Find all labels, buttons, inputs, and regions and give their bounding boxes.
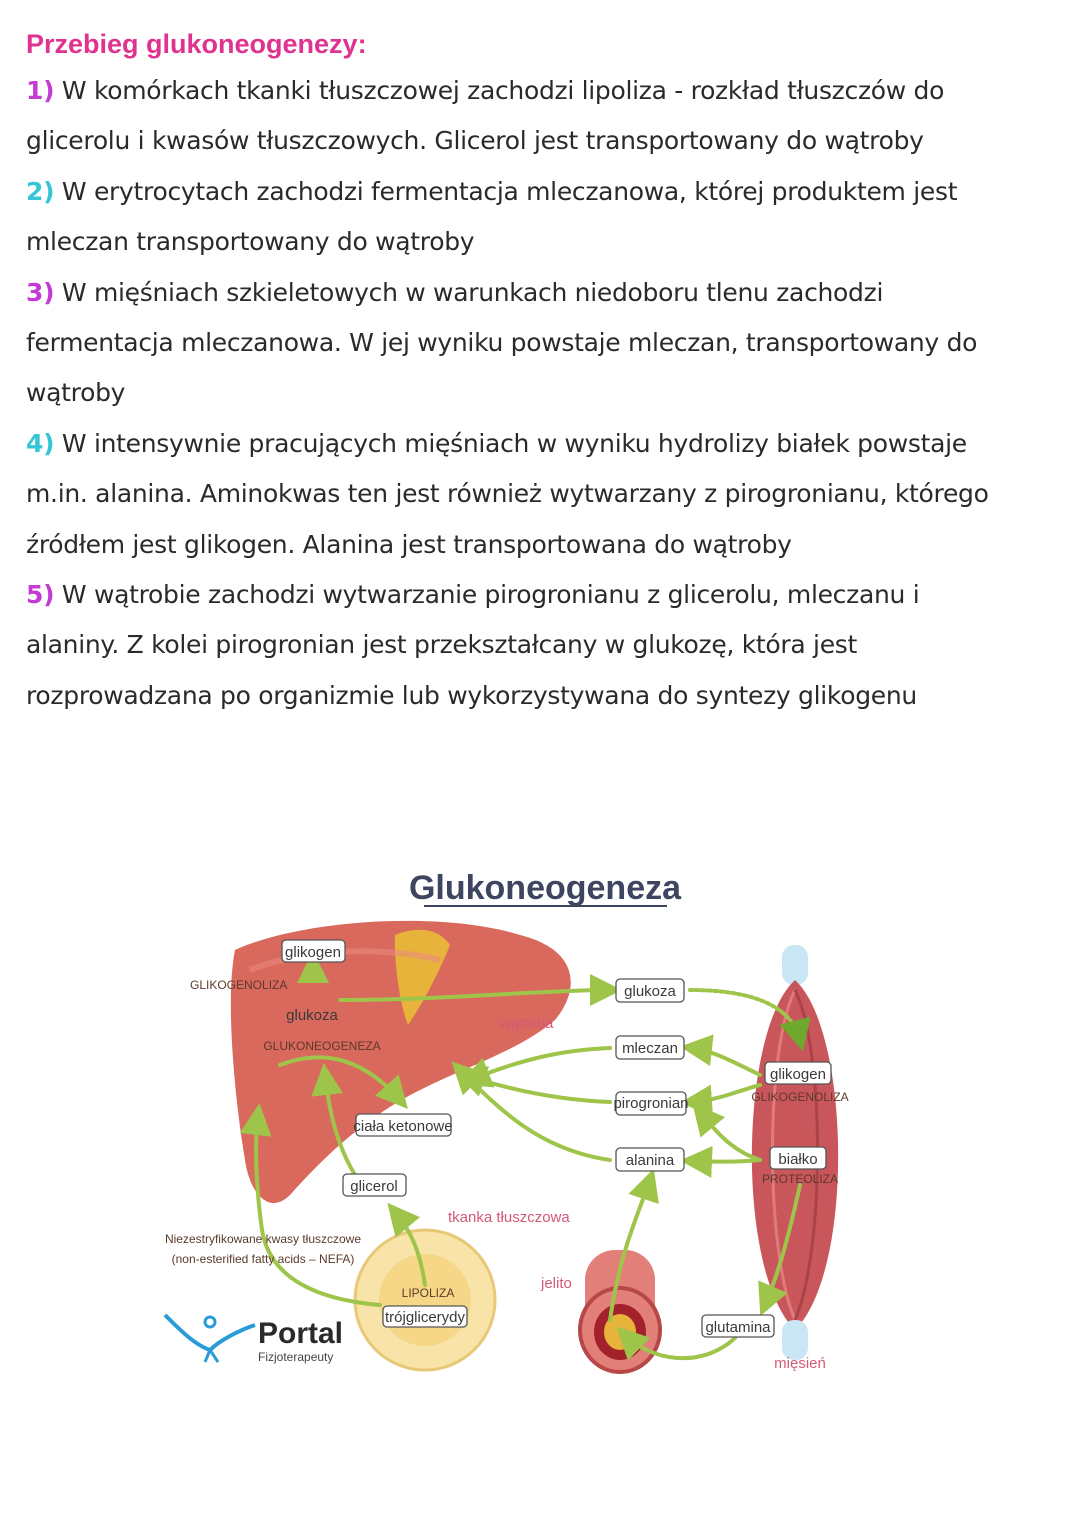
arrow-liver-glukoza — [338, 974, 622, 1007]
arrow-lipoliza-glicerol — [387, 1202, 427, 1287]
mleczan-box — [615, 1035, 685, 1060]
nefa-label-1: Niezestryfikowane kwasy tłuszczowe — [165, 1232, 361, 1246]
glikogenoliza-right-label: GLIKOGENOLIZA — [751, 1090, 848, 1104]
glutamina-label: glutamina — [705, 1319, 771, 1336]
step-line: mleczan transportowany do wątroby — [26, 217, 1056, 267]
step-line: rozprowadzana po organizmie lub wykorzys… — [26, 671, 1056, 721]
step-text: W intensywnie pracujących mięśniach w wy… — [61, 428, 967, 458]
document: Przebieg glukoneogenezy: 1) W komórkach … — [26, 22, 1056, 721]
step-line: wątroby — [26, 368, 1056, 418]
step-text: m.in. alanina. Aminokwas ten jest równie… — [26, 479, 989, 509]
arrow-liver-ketones — [278, 1055, 408, 1109]
figure-title: Glukoneogeneza — [409, 869, 682, 907]
portal-logo: Portal Fizjoterapeuty — [163, 1313, 343, 1364]
step-text: W wątrobie zachodzi wytwarzanie pirogron… — [61, 580, 920, 610]
lipoliza-label: LIPOLIZA — [402, 1286, 455, 1300]
glikogenoliza-left-label: GLIKOGENOLIZA — [190, 978, 287, 992]
pirogronian-label: pirogronian — [613, 1095, 688, 1112]
portal-logo-figure-icon — [163, 1313, 256, 1353]
step-number: 3) — [26, 277, 55, 307]
watroba-label: wątroba — [499, 1015, 554, 1032]
arrow-bialko-glutamina — [758, 1183, 802, 1317]
nefa-label-2: (non-esterified fatty acids – NEFA) — [172, 1252, 355, 1266]
step-text: W mięśniach szkieletowych w warunkach ni… — [61, 277, 884, 307]
arrow-bialko-pirogronian — [692, 1102, 762, 1162]
arrow-glutamina-jelito — [616, 1326, 737, 1361]
arrow-muscle-pirogronian — [680, 1083, 762, 1117]
step-text: W komórkach tkanki tłuszczowej zachodzi … — [61, 76, 945, 105]
ketones-box — [355, 1113, 452, 1137]
step-line: 1) W komórkach tkanki tłuszczowej zachod… — [26, 66, 1056, 116]
trojglicerydy-label: trójglicerydy — [385, 1309, 466, 1326]
glicerol-box — [342, 1173, 407, 1197]
alanina-label: alanina — [626, 1152, 675, 1169]
ciala-ketonowe-label: ciała ketonowe — [353, 1118, 452, 1135]
miesien-label: mięsień — [774, 1355, 826, 1372]
liver-glukoza-label: glukoza — [286, 1007, 338, 1024]
muscle-glikogen-box — [764, 1061, 832, 1085]
arrow-muscle-mleczan — [680, 1034, 762, 1077]
step-number: 5) — [26, 580, 55, 610]
step-line: 4) W intensywnie pracujących mięśniach w… — [26, 419, 1056, 469]
glukoza-mid-box — [615, 978, 685, 1003]
glicerol-label: glicerol — [350, 1178, 398, 1195]
step-line: 5) W wątrobie zachodzi wytwarzanie pirog… — [26, 570, 1056, 620]
step-line: alaniny. Z kolei pirogronian jest przeks… — [26, 620, 1056, 670]
portal-logo-sub: Fizjoterapeuty — [258, 1350, 333, 1364]
step-line: fermentacja mleczanowa. W jej wyniku pow… — [26, 318, 1056, 368]
steps-list: 1) W komórkach tkanki tłuszczowej zachod… — [26, 66, 1056, 721]
adipose-illustration — [353, 1228, 497, 1372]
step-line: 2) W erytrocytach zachodzi fermentacja m… — [26, 167, 1056, 217]
step-text: glicerolu i kwasów tłuszczowych. Glicero… — [26, 126, 924, 156]
liver-glikogen-box — [281, 939, 346, 963]
step-text: źródłem jest glikogen. Alanina jest tran… — [26, 529, 792, 559]
step-text: mleczan transportowany do wątroby — [26, 227, 475, 257]
step-text: fermentacja mleczanowa. W jej wyniku pow… — [26, 328, 978, 358]
step-line: 3) W mięśniach szkieletowych w warunkach… — [26, 268, 1056, 318]
step-text: W erytrocytach zachodzi fermentacja mlec… — [61, 176, 958, 206]
arrow-nefa-liver — [239, 1103, 382, 1307]
proteoliza-label: PROTEOLIZA — [762, 1172, 838, 1186]
step-text: rozprowadzana po organizmie lub wykorzys… — [26, 680, 917, 710]
glutamina-box — [701, 1314, 775, 1338]
pirogronian-box — [615, 1091, 687, 1116]
jelito-label: jelito — [540, 1275, 572, 1292]
tkanka-label: tkanka tłuszczowa — [448, 1209, 570, 1226]
arrow-glicerol-liver — [311, 1063, 357, 1177]
step-line: glicerolu i kwasów tłuszczowych. Glicero… — [26, 116, 1056, 166]
arrow-glukoza-muscle — [688, 988, 811, 1052]
arrow-bialko-alanina — [680, 1145, 762, 1178]
trojglicerydy-box — [382, 1305, 468, 1328]
step-number: 2) — [26, 176, 55, 206]
step-number: 1) — [26, 76, 55, 105]
step-text: alaniny. Z kolei pirogronian jest przeks… — [26, 630, 858, 660]
arrow-jelito-alanina — [608, 1168, 659, 1322]
gluconeogenesis-figure: Glukoneogeneza glikogen — [0, 850, 1080, 1414]
bialko-box — [769, 1146, 827, 1170]
step-line: m.in. alanina. Aminokwas ten jest równie… — [26, 469, 1056, 519]
arrow-alanina-liver — [451, 1061, 612, 1162]
step-number: 4) — [26, 428, 55, 458]
portal-logo-name: Portal — [258, 1317, 343, 1350]
glukoneogeneza-label: GLUKONEOGENEZA — [263, 1039, 380, 1053]
bialko-label: białko — [778, 1151, 817, 1168]
mleczan-label: mleczan — [622, 1040, 678, 1057]
muscle-glikogen-label: glikogen — [770, 1066, 826, 1083]
liver-glikogen-label: glikogen — [285, 944, 341, 961]
step-text: wątroby — [26, 378, 126, 408]
step-line: źródłem jest glikogen. Alanina jest tran… — [26, 520, 1056, 570]
document-heading: Przebieg glukoneogenezy: — [26, 29, 367, 59]
glukoza-mid-label: glukoza — [624, 983, 676, 1000]
alanina-box — [615, 1147, 685, 1172]
diagram-svg: Glukoneogeneza glikogen — [163, 869, 849, 1374]
